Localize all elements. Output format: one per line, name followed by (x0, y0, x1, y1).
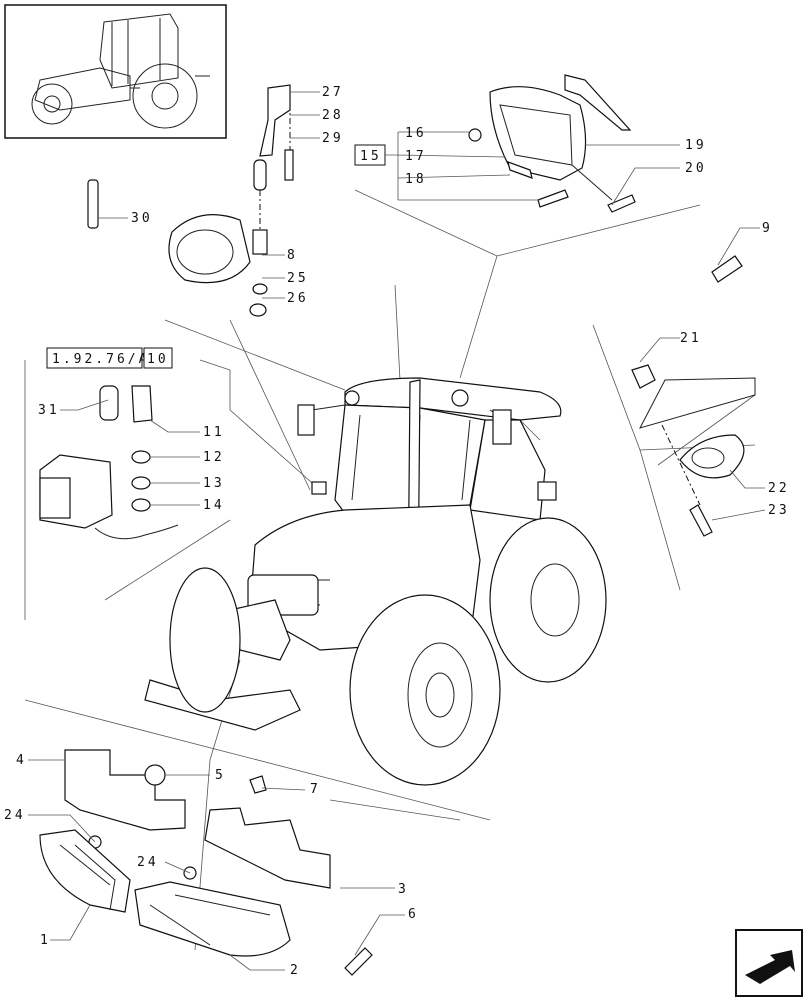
callout-14: 14 (203, 498, 225, 513)
callout-30: 30 (131, 211, 153, 226)
callout-24-upper: 24 (4, 808, 26, 823)
callout-16: 16 (405, 126, 427, 141)
callout-leaders (28, 91, 766, 971)
callout-11: 11 (203, 425, 225, 440)
callout-12: 12 (203, 450, 225, 465)
callout-1: 1 (40, 933, 51, 948)
callout-21: 21 (680, 331, 702, 346)
callout-31: 31 (38, 403, 60, 418)
beacon-mount-assembly (631, 364, 756, 537)
callout-6: 6 (408, 907, 419, 922)
callout-2: 2 (290, 963, 301, 978)
callout-27: 27 (322, 85, 344, 100)
bolt-9 (711, 255, 743, 283)
callout-7: 7 (310, 782, 321, 797)
callout-26: 26 (287, 291, 309, 306)
group-15-box: 15 (354, 131, 540, 201)
callout-4: 4 (16, 753, 27, 768)
callout-19: 19 (685, 138, 707, 153)
ref-box-1-92-76-a: 1.92.76/A 10 (46, 347, 173, 369)
callout-22: 22 (768, 481, 790, 496)
callout-18: 18 (405, 172, 427, 187)
side-lamp-group-15 (468, 74, 636, 213)
leader-lines (24, 189, 756, 951)
callout-17: 17 (405, 149, 427, 164)
front-lamp-assembly (39, 749, 373, 976)
marker-lamp-assembly (39, 385, 179, 540)
arrow-left-nav-icon[interactable] (735, 929, 803, 997)
callout-9: 9 (762, 221, 773, 236)
callout-29: 29 (322, 131, 344, 146)
work-lamp-assembly (87, 84, 294, 317)
callout-25: 25 (287, 271, 309, 286)
callout-5: 5 (215, 768, 226, 783)
ref-sub-label: 10 (147, 352, 169, 367)
group-15-label: 15 (360, 149, 382, 164)
callout-28: 28 (322, 108, 344, 123)
callout-3: 3 (398, 882, 409, 897)
callout-24-lower: 24 (137, 855, 159, 870)
callout-13: 13 (203, 476, 225, 491)
tractor-thumbnail-icon (4, 4, 227, 139)
ref-main-label: 1.92.76/A (52, 352, 149, 367)
tractor-main-drawing (144, 377, 607, 786)
callout-8: 8 (287, 248, 298, 263)
callout-23: 23 (768, 503, 790, 518)
callout-20: 20 (685, 161, 707, 176)
